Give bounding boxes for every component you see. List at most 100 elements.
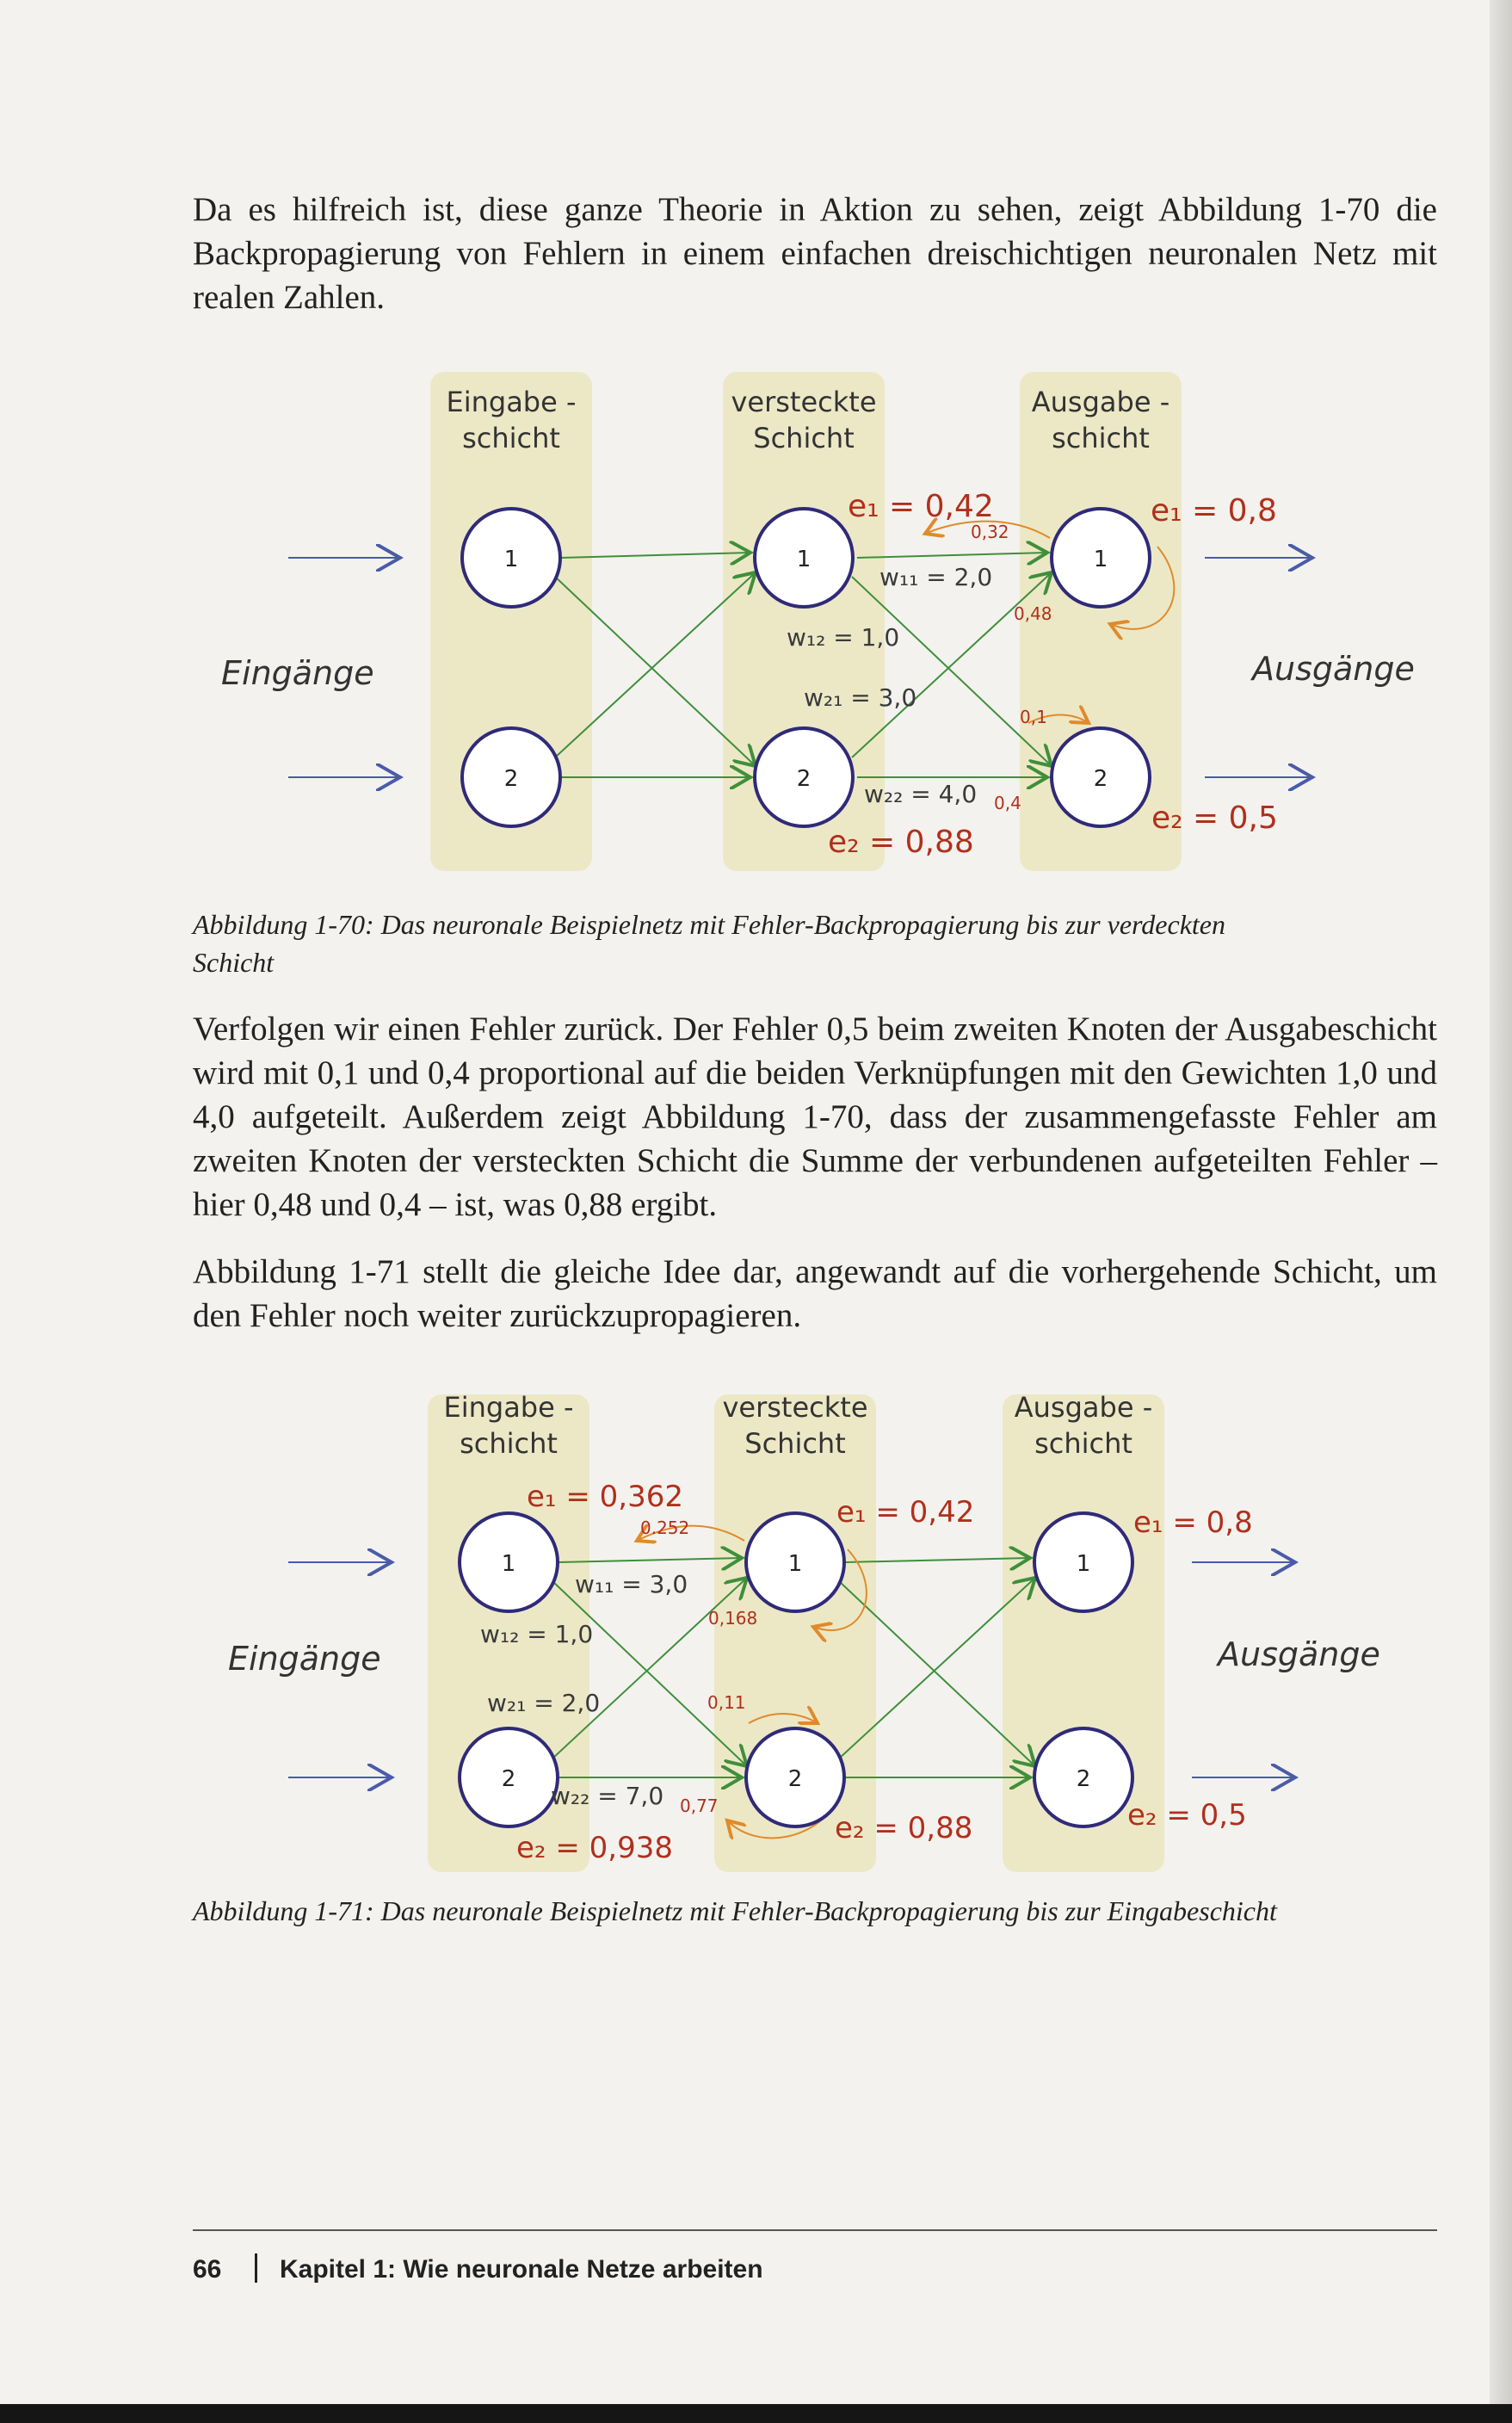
link-in1-hid2 bbox=[552, 1580, 747, 1766]
node-label: 2 bbox=[1077, 1766, 1091, 1792]
inputs-label: Eingänge bbox=[221, 654, 374, 692]
hidden-layer-title-1: versteckte bbox=[722, 1391, 867, 1424]
out1-error: e₁ = 0,8 bbox=[1151, 493, 1277, 528]
hidden1-error: e₁ = 0,42 bbox=[848, 489, 994, 524]
outputs-label: Ausgänge bbox=[1250, 650, 1415, 688]
split-d: 0,4 bbox=[994, 793, 1021, 813]
split-b: 0,168 bbox=[708, 1608, 757, 1629]
trace-paragraph: Verfolgen wir einen Fehler zurück. Der F… bbox=[193, 1011, 1437, 1223]
node-label: 1 bbox=[1077, 1551, 1091, 1577]
figure2-node-hid2: 2 bbox=[744, 1727, 846, 1828]
input-layer-box bbox=[430, 372, 592, 871]
split-a: 0.252 bbox=[640, 1517, 689, 1538]
hidden-layer-title-2: Schicht bbox=[753, 422, 855, 454]
split-b: 0,48 bbox=[1014, 603, 1052, 624]
link-hid1-out1 bbox=[856, 553, 1047, 558]
figure-1-71-caption: Abbildung 1-71: Das neuronale Beispielne… bbox=[193, 1895, 1277, 1926]
output-layer-title-1: Ausgabe - bbox=[1015, 1391, 1152, 1424]
link-hid1-out1 bbox=[844, 1558, 1030, 1562]
figure1-node-hid1: 1 bbox=[753, 507, 855, 609]
figure1-node-in2: 2 bbox=[460, 726, 562, 828]
link-in2-hid1 bbox=[552, 1578, 747, 1759]
link-in1-hid1 bbox=[560, 553, 750, 558]
split-c: 0,11 bbox=[707, 1692, 746, 1713]
intro-paragraph: Da es hilfreich ist, diese ganze Theorie… bbox=[193, 191, 1437, 316]
in2-error: e₂ = 0,938 bbox=[516, 1831, 673, 1865]
split-arc-b bbox=[1110, 546, 1176, 629]
page-footer: 66 Kapitel 1: Wie neuronale Netze arbeite… bbox=[193, 2229, 1437, 2284]
node-label: 2 bbox=[1094, 766, 1108, 792]
figure1-node-out1: 1 bbox=[1050, 507, 1151, 609]
link-in2-hid1 bbox=[554, 572, 756, 758]
link-hid1-out2 bbox=[851, 576, 1052, 766]
figure2-node-hid1: 1 bbox=[744, 1511, 846, 1613]
figure1-node-hid2: 2 bbox=[753, 726, 855, 828]
link-hid2-out1 bbox=[838, 1578, 1035, 1759]
figure-1-70-caption: Abbildung 1-70: Das neuronale Beispielne… bbox=[193, 909, 1225, 978]
weight-w12: w₁₂ = 1,0 bbox=[787, 623, 899, 652]
node-label: 1 bbox=[1094, 547, 1108, 572]
split-arc-c bbox=[1028, 715, 1089, 723]
figure-1-71: Eingabe - schicht versteckte Schicht Aus… bbox=[0, 1369, 1512, 1885]
input-layer-title-1: Eingabe - bbox=[443, 1391, 573, 1424]
weight-w21: w₂₁ = 3,0 bbox=[804, 683, 916, 712]
split-a: 0,32 bbox=[971, 522, 1009, 542]
link-hid1-out2 bbox=[838, 1580, 1035, 1766]
node-label: 2 bbox=[502, 1766, 516, 1792]
in1-error: e₁ = 0,362 bbox=[527, 1480, 683, 1514]
page-edge bbox=[1490, 0, 1512, 2423]
node-label: 1 bbox=[797, 547, 812, 572]
node-label: 1 bbox=[504, 547, 519, 572]
input-layer-title-2: schicht bbox=[460, 1427, 558, 1460]
weight-w21: w₂₁ = 2,0 bbox=[487, 1689, 600, 1717]
split-arc-a bbox=[637, 1526, 745, 1541]
figure-1-70: Eingabe - schicht versteckte Schicht Aus… bbox=[0, 362, 1512, 895]
output-layer-box bbox=[1020, 372, 1182, 871]
figure2-node-out2: 2 bbox=[1033, 1727, 1134, 1828]
input-layer-title-1: Eingabe - bbox=[446, 386, 576, 418]
link-hid2-out1 bbox=[851, 572, 1052, 758]
footer-separator bbox=[255, 2253, 257, 2283]
out2-error: e₂ = 0,5 bbox=[1151, 800, 1278, 836]
page-number: 66 bbox=[193, 2255, 222, 2284]
hidden-layer-title-1: versteckte bbox=[731, 386, 876, 418]
link-in1-hid2 bbox=[554, 576, 756, 766]
weight-w11: w₁₁ = 3,0 bbox=[575, 1570, 688, 1598]
node-label: 1 bbox=[788, 1551, 803, 1577]
split-arc-a bbox=[925, 522, 1051, 539]
link-in1-hid1 bbox=[558, 1558, 742, 1562]
split-d: 0,77 bbox=[680, 1796, 719, 1816]
figure2-node-in1: 1 bbox=[458, 1511, 559, 1613]
input-layer-title-2: schicht bbox=[462, 422, 560, 454]
figure1-node-out2: 2 bbox=[1050, 726, 1151, 828]
node-label: 2 bbox=[797, 766, 812, 792]
out2-error: e₂ = 0,5 bbox=[1127, 1798, 1247, 1833]
weight-w22: w₂₂ = 4,0 bbox=[864, 780, 977, 808]
node-label: 2 bbox=[788, 1766, 803, 1792]
output-layer-title-2: schicht bbox=[1052, 422, 1150, 454]
hidden2-error: e₂ = 0,88 bbox=[828, 825, 974, 860]
figure1-node-in1: 1 bbox=[460, 507, 562, 609]
hidden1-error: e₁ = 0,42 bbox=[836, 1495, 974, 1530]
hidden-layer-title-2: Schicht bbox=[744, 1427, 846, 1460]
output-layer-title-2: schicht bbox=[1034, 1427, 1132, 1460]
node-label: 1 bbox=[502, 1551, 516, 1577]
hidden2-error: e₂ = 0,88 bbox=[835, 1811, 972, 1845]
split-arc-b bbox=[813, 1548, 867, 1630]
split-c: 0,1 bbox=[1020, 707, 1047, 727]
split-arc-c bbox=[748, 1714, 818, 1723]
node-label: 2 bbox=[504, 766, 519, 792]
inputs-label: Eingänge bbox=[228, 1640, 381, 1678]
next-paragraph: Abbildung 1-71 stellt die gleiche Idee d… bbox=[193, 1253, 1437, 1334]
scan-bottom-edge bbox=[0, 2404, 1512, 2423]
figure2-node-in2: 2 bbox=[458, 1727, 559, 1828]
out1-error: e₁ = 0,8 bbox=[1133, 1505, 1253, 1540]
weight-w11: w₁₁ = 2,0 bbox=[879, 563, 992, 591]
outputs-label: Ausgänge bbox=[1215, 1635, 1380, 1673]
hidden-layer-box bbox=[723, 372, 885, 871]
chapter-title: Kapitel 1: Wie neuronale Netze arbeiten bbox=[280, 2255, 763, 2284]
figure2-node-out1: 1 bbox=[1033, 1511, 1134, 1613]
weight-w22: w₂₂ = 7,0 bbox=[551, 1782, 663, 1810]
weight-w12: w₁₂ = 1,0 bbox=[480, 1620, 593, 1648]
output-layer-title-1: Ausgabe - bbox=[1032, 386, 1169, 418]
